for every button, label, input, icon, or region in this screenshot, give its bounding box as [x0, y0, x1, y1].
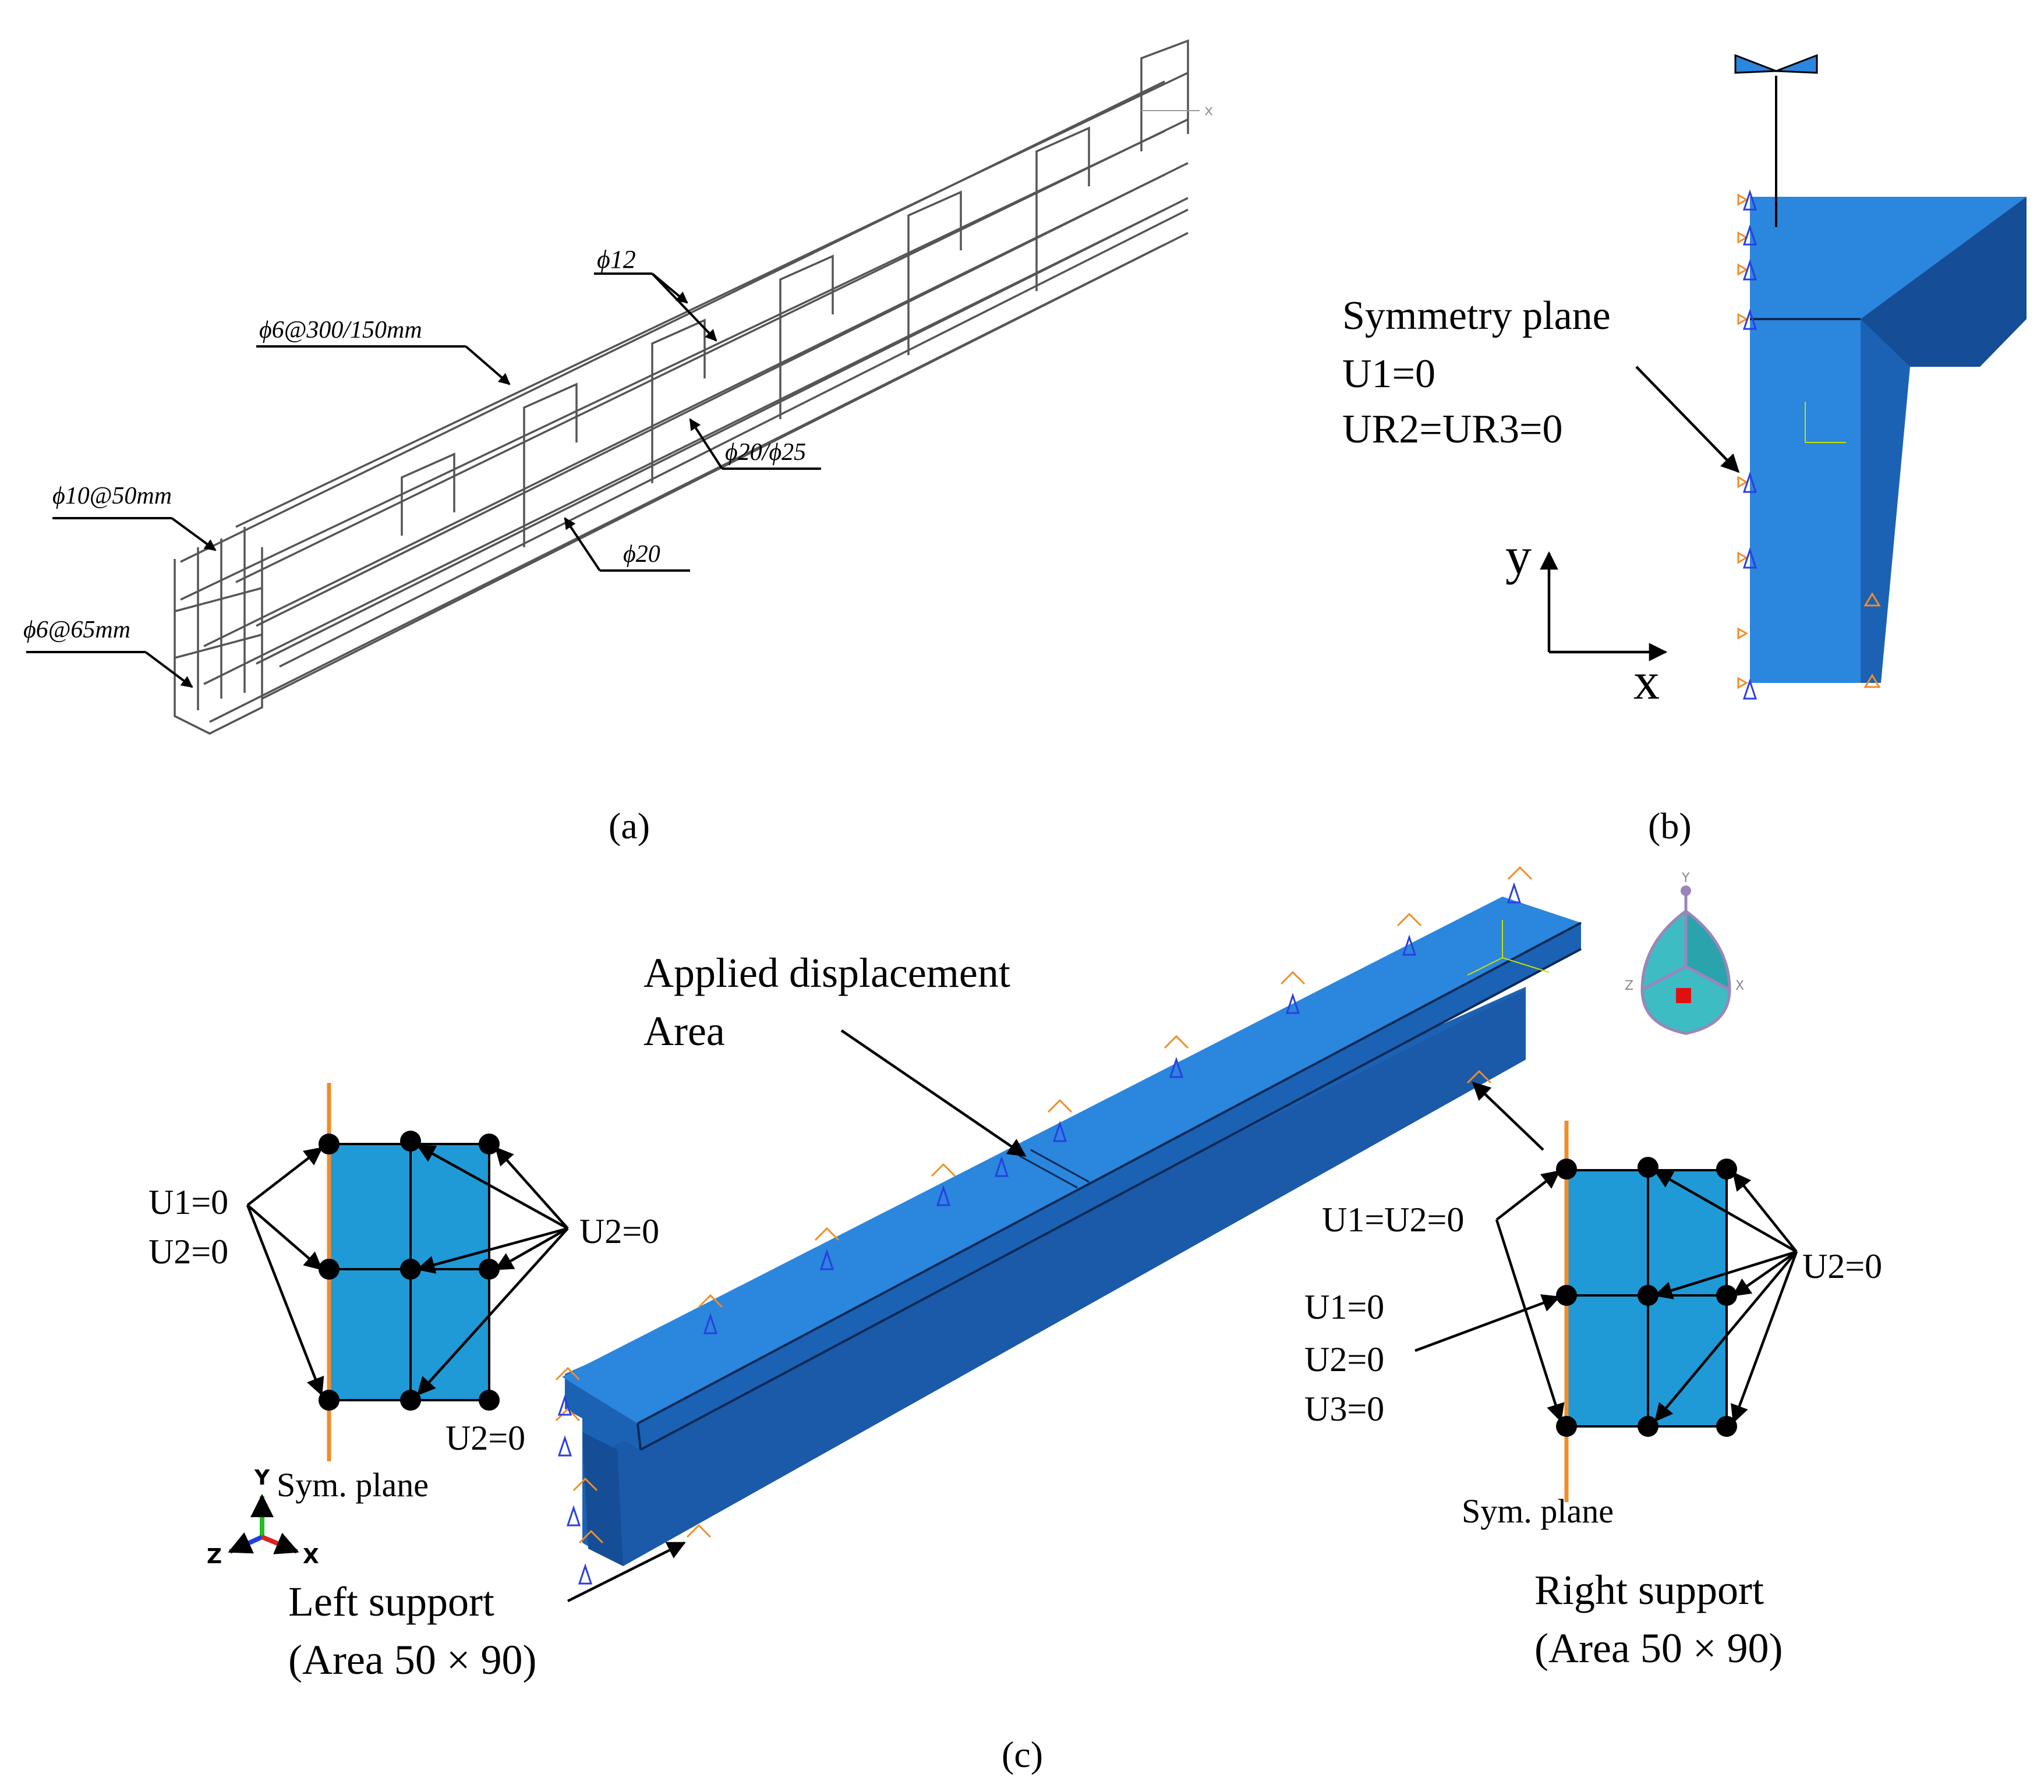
panel-b-axis-x: x — [1633, 653, 1660, 710]
caption-c: (c) — [1002, 1734, 1043, 1775]
right-label-u2: U2=0 — [1304, 1340, 1384, 1379]
view-cube-x: X — [1735, 979, 1744, 993]
triad-x: X — [303, 1545, 319, 1568]
panel-a-axis-x: x — [1204, 102, 1213, 119]
panel-a-annotations: ϕ12 ϕ6@300/150mm ϕ20/ϕ25 ϕ10@50mm ϕ20 ϕ6… — [23, 102, 1213, 688]
applied-displacement-annotation: Applied displacement Area — [643, 950, 1027, 1157]
view-cube: Y Z X — [1625, 871, 1744, 1035]
panel-b-bc-markers — [1737, 189, 1881, 700]
label-left-support-area: (Area 50 × 90) — [288, 1637, 536, 1683]
right-support-annotation: Right support (Area 50 × 90) — [1534, 1567, 1783, 1671]
right-support-section: U1=U2=0 U1=0 U2=0 U3=0 U2=0 Sym. plane — [1304, 1081, 1882, 1530]
panel-b-load-symbol — [1734, 54, 1818, 74]
triad-y: Y — [254, 1466, 270, 1490]
label-phi10-50: ϕ10@50mm — [52, 483, 172, 509]
label-left-support: Left support — [288, 1578, 494, 1625]
panel-b-axis-y: y — [1505, 527, 1532, 585]
label-phi6-300-150: ϕ6@300/150mm — [259, 317, 422, 343]
panel-b-annotations: Symmetry plane U1=0 UR2=UR3=0 y x — [1342, 293, 1740, 710]
panel-b-section — [1734, 54, 2027, 700]
view-cube-y: Y — [1681, 871, 1690, 886]
label-phi20-phi25: ϕ20/ϕ25 — [725, 439, 806, 466]
left-support-annotation: Left support (Area 50 × 90) — [288, 1541, 686, 1683]
label-phi12: ϕ12 — [597, 245, 636, 274]
left-label-u1: U1=0 — [148, 1183, 228, 1221]
label-phi20: ϕ20 — [623, 541, 660, 568]
caption-a: (a) — [609, 805, 650, 847]
right-label-u3: U3=0 — [1304, 1390, 1384, 1428]
label-symmetry-plane: Symmetry plane — [1342, 293, 1611, 338]
triad-z: Z — [207, 1545, 222, 1568]
left-label-sym-plane: Sym. plane — [277, 1466, 429, 1504]
label-u1-zero: U1=0 — [1342, 352, 1435, 396]
right-label-sym-plane: Sym. plane — [1462, 1492, 1614, 1530]
label-phi6-65: ϕ6@65mm — [23, 617, 130, 643]
right-label-u2-right: U2=0 — [1802, 1247, 1882, 1285]
panel-c-bc-markers — [555, 866, 1533, 1585]
label-area: Area — [643, 1008, 725, 1054]
panel-c-beam — [555, 866, 1582, 1585]
left-label-u2-right: U2=0 — [579, 1212, 659, 1251]
caption-b: (b) — [1648, 805, 1692, 847]
label-right-support: Right support — [1534, 1567, 1764, 1613]
label-ur2-ur3-zero: UR2=UR3=0 — [1342, 407, 1562, 452]
right-label-u1: U1=0 — [1304, 1288, 1384, 1326]
left-label-u2-bottom: U2=0 — [445, 1419, 525, 1457]
view-cube-z: Z — [1625, 979, 1633, 993]
label-applied-displacement: Applied displacement — [643, 950, 1010, 996]
panel-a-rebar-cage — [174, 39, 1189, 735]
right-label-u1-u2: U1=U2=0 — [1322, 1200, 1464, 1239]
label-right-support-area: (Area 50 × 90) — [1534, 1625, 1783, 1671]
left-label-u2: U2=0 — [148, 1233, 228, 1271]
left-support-section: U1=0 U2=0 U2=0 U2=0 Sym. plane Y Z X — [148, 1083, 659, 1568]
